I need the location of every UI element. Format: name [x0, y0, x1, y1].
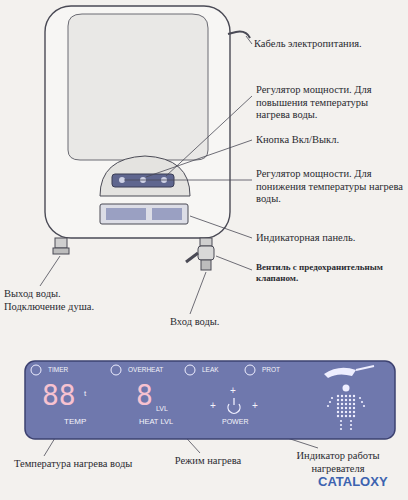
callout-label: Вентиль с предохранительным клапаном.: [256, 262, 401, 284]
watermark: CATALOXY: [318, 474, 404, 490]
panel-text: TEMP: [64, 418, 86, 426]
panel-text: PROT: [262, 367, 280, 374]
panel-text: 88: [42, 382, 76, 410]
callout-label: Режим нагрева: [168, 455, 248, 468]
panel-text: +: [252, 401, 258, 411]
panel-text: +: [210, 401, 216, 411]
panel-text: 8: [136, 382, 153, 410]
indicator-panel: TIMER OVERHEAT LEAK PROT 88 t 8LVL TEMP HEAT LVL…: [24, 360, 396, 440]
panel-text: +: [230, 386, 236, 396]
callout-label: Регулятор мощности. Для повышения темпер…: [256, 84, 404, 122]
callout-label: Вход воды.: [170, 316, 260, 329]
callout-label: Регулятор мощности. Для понижения темпер…: [256, 168, 404, 206]
panel-text: POWER: [222, 418, 248, 425]
callout-label: Температура нагрева воды: [14, 458, 134, 471]
callout-label: Индикатор работы нагревателя: [288, 450, 388, 475]
panel-text: LVL: [156, 405, 168, 412]
panel-text: TIMER: [48, 367, 68, 374]
panel-text: t: [84, 390, 86, 398]
panel-text: HEAT LVL: [139, 418, 173, 426]
callout-label: Индикаторная панель.: [256, 232, 404, 245]
callout-label: Выход воды. Подключение душа.: [4, 288, 124, 313]
callout-label: Кнопка Вкл/Выкл.: [256, 134, 404, 147]
callout-label: Кабель электропитания.: [254, 38, 404, 51]
panel-text: LEAK: [202, 367, 219, 374]
panel-text: OVERHEAT: [128, 367, 163, 374]
